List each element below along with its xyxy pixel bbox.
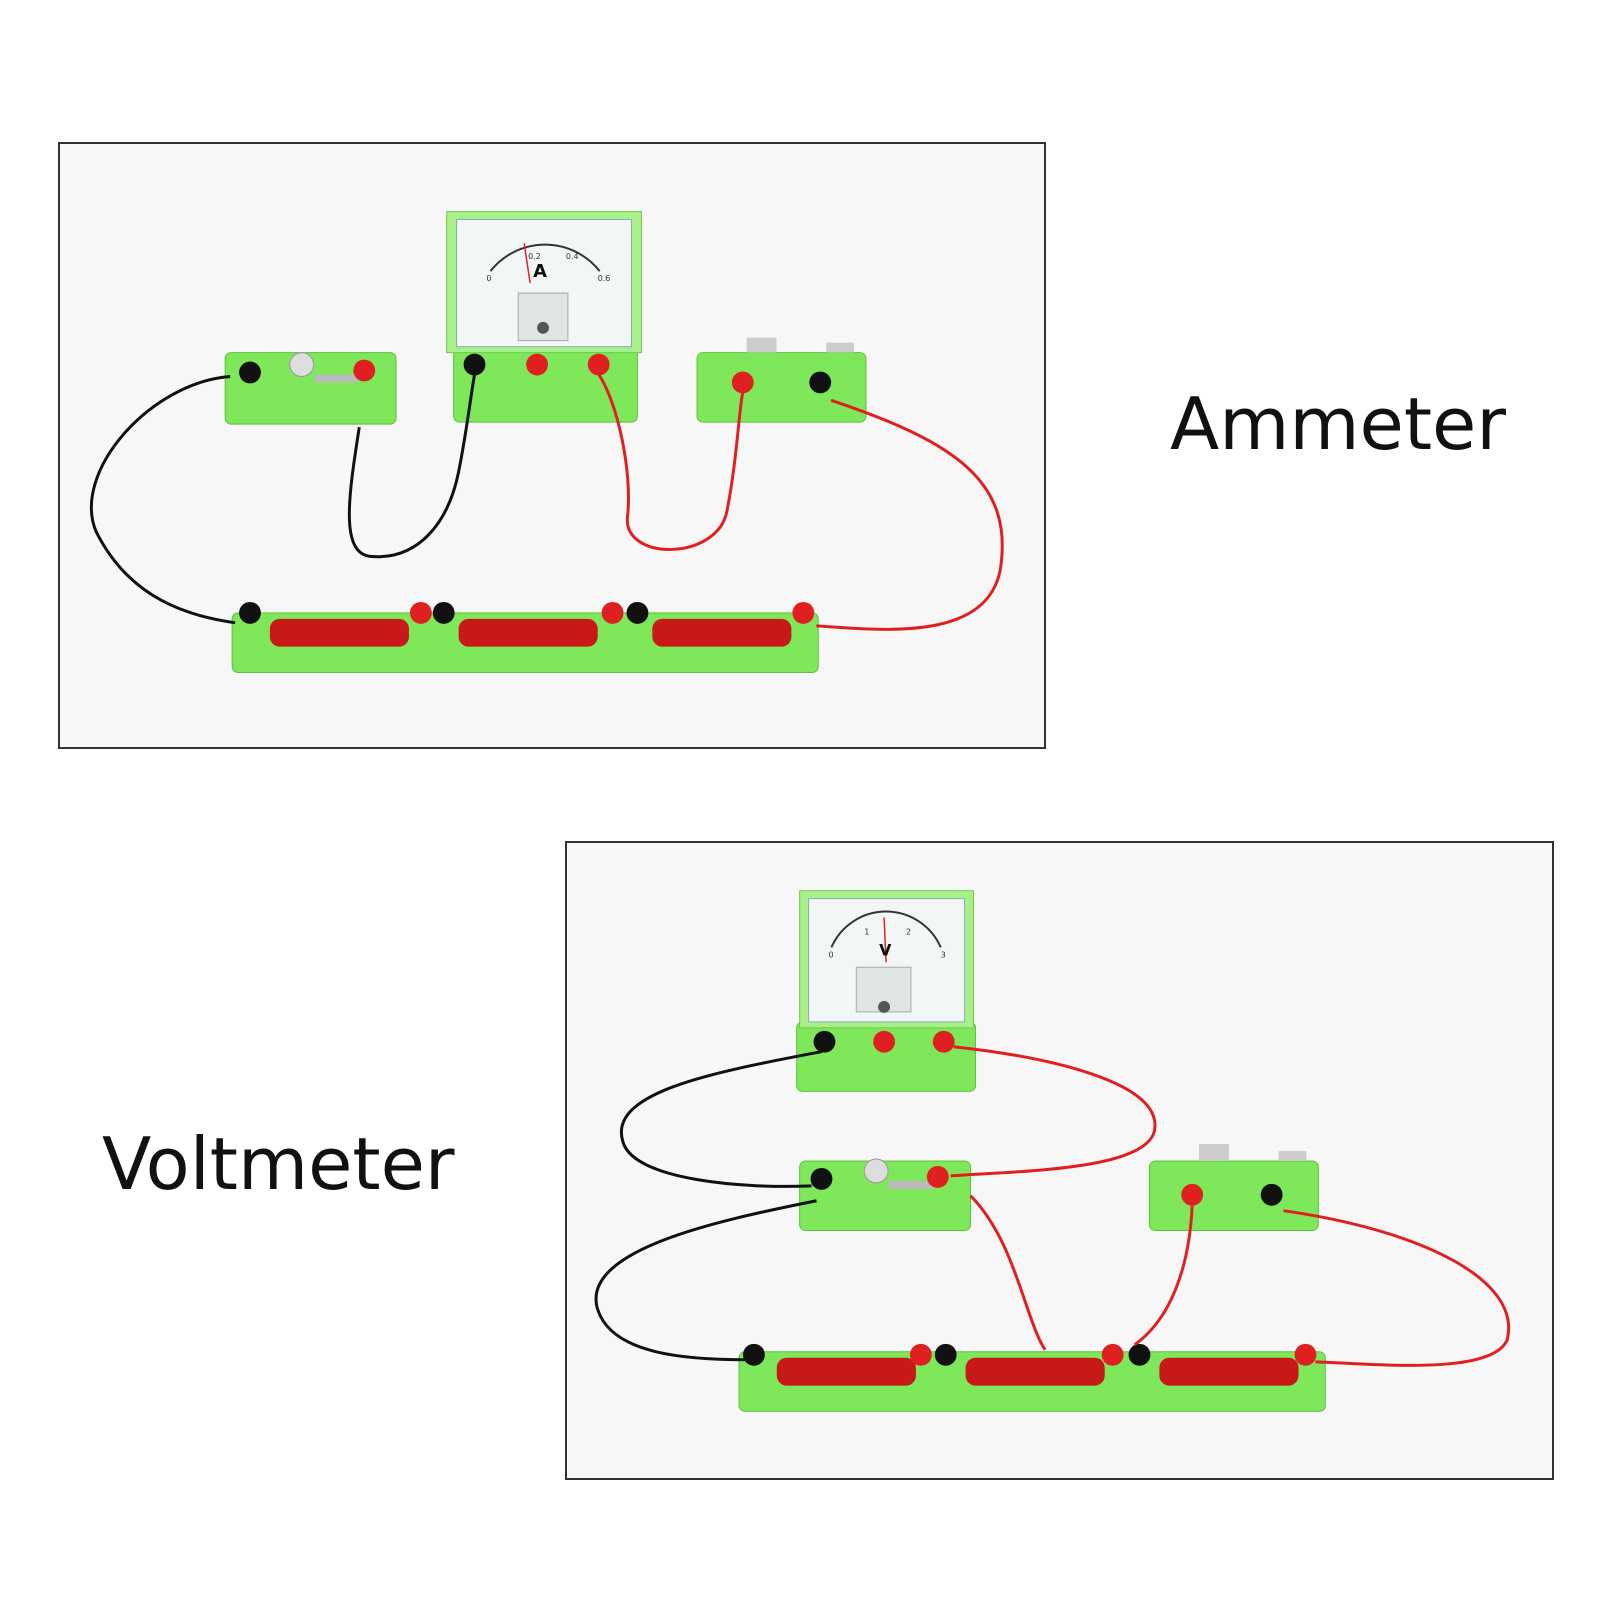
black-terminal-icon <box>463 353 486 376</box>
black-terminal-icon <box>239 361 261 384</box>
meter-tick-label: 3 <box>941 950 946 959</box>
meter-tick-label: 0.6 <box>598 274 611 283</box>
red-terminal-icon <box>731 371 754 394</box>
connecting-wires <box>594 1045 1511 1367</box>
red-terminal-icon <box>409 601 432 624</box>
meter-unit-letter: A <box>533 261 547 282</box>
red-terminal-icon <box>1294 1343 1317 1366</box>
black-terminal-icon <box>1260 1183 1283 1206</box>
ammeter-caption: Ammeter <box>1170 382 1506 466</box>
ammeter-circuit-photo: 0 0.2 0.4 0.6 A <box>89 211 1004 673</box>
connecting-wires <box>89 373 1004 631</box>
knife-switch-board <box>1148 1144 1319 1232</box>
voltmeter-photo-panel: 0 1 2 3 V <box>565 841 1554 1480</box>
lamp-holder-board <box>799 1158 972 1232</box>
meter-tick-label: 0 <box>828 950 833 959</box>
meter-tick-label: 0.2 <box>528 252 541 261</box>
lamp-holder-board <box>224 352 397 425</box>
voltmeter-circuit-photo: 0 1 2 3 V <box>594 890 1511 1412</box>
red-terminal-icon <box>587 353 610 376</box>
meter-needle <box>523 243 531 284</box>
light-bulb-icon <box>289 352 315 377</box>
red-terminal-icon <box>526 353 549 376</box>
red-terminal-icon <box>353 359 376 382</box>
battery-holder <box>738 1343 1326 1412</box>
voltmeter-device: 0 1 2 3 V <box>796 890 977 1092</box>
meter-tick-label: 0.4 <box>566 252 579 261</box>
light-bulb-icon <box>863 1158 889 1184</box>
meter-tick-label: 1 <box>864 927 869 936</box>
meter-tick-label: 0 <box>486 274 491 283</box>
meter-unit-letter: V <box>879 940 892 959</box>
red-terminal-icon <box>926 1165 949 1188</box>
knife-switch-board <box>696 337 867 423</box>
meter-tick-label: 2 <box>906 927 911 936</box>
black-terminal-icon <box>239 601 261 624</box>
red-terminal-icon <box>792 601 815 624</box>
black-terminal-icon <box>813 1030 836 1053</box>
meter-needle <box>883 917 887 963</box>
black-terminal-icon <box>810 1167 833 1190</box>
black-terminal-icon <box>626 601 649 624</box>
black-terminal-icon <box>742 1343 765 1366</box>
red-terminal-icon <box>873 1030 896 1053</box>
ammeter-device: 0 0.2 0.4 0.6 A <box>446 211 642 423</box>
red-terminal-icon <box>601 601 624 624</box>
black-terminal-icon <box>809 371 832 394</box>
black-terminal-icon <box>432 601 455 624</box>
red-terminal-icon <box>909 1343 932 1366</box>
ammeter-photo-panel: 0 0.2 0.4 0.6 A <box>58 142 1046 749</box>
red-terminal-icon <box>1101 1343 1124 1366</box>
black-terminal-icon <box>934 1343 957 1366</box>
black-terminal-icon <box>1128 1343 1151 1366</box>
battery-holder <box>231 601 819 673</box>
red-terminal-icon <box>1181 1183 1204 1206</box>
red-terminal-icon <box>932 1030 955 1053</box>
voltmeter-caption: Voltmeter <box>102 1122 455 1206</box>
